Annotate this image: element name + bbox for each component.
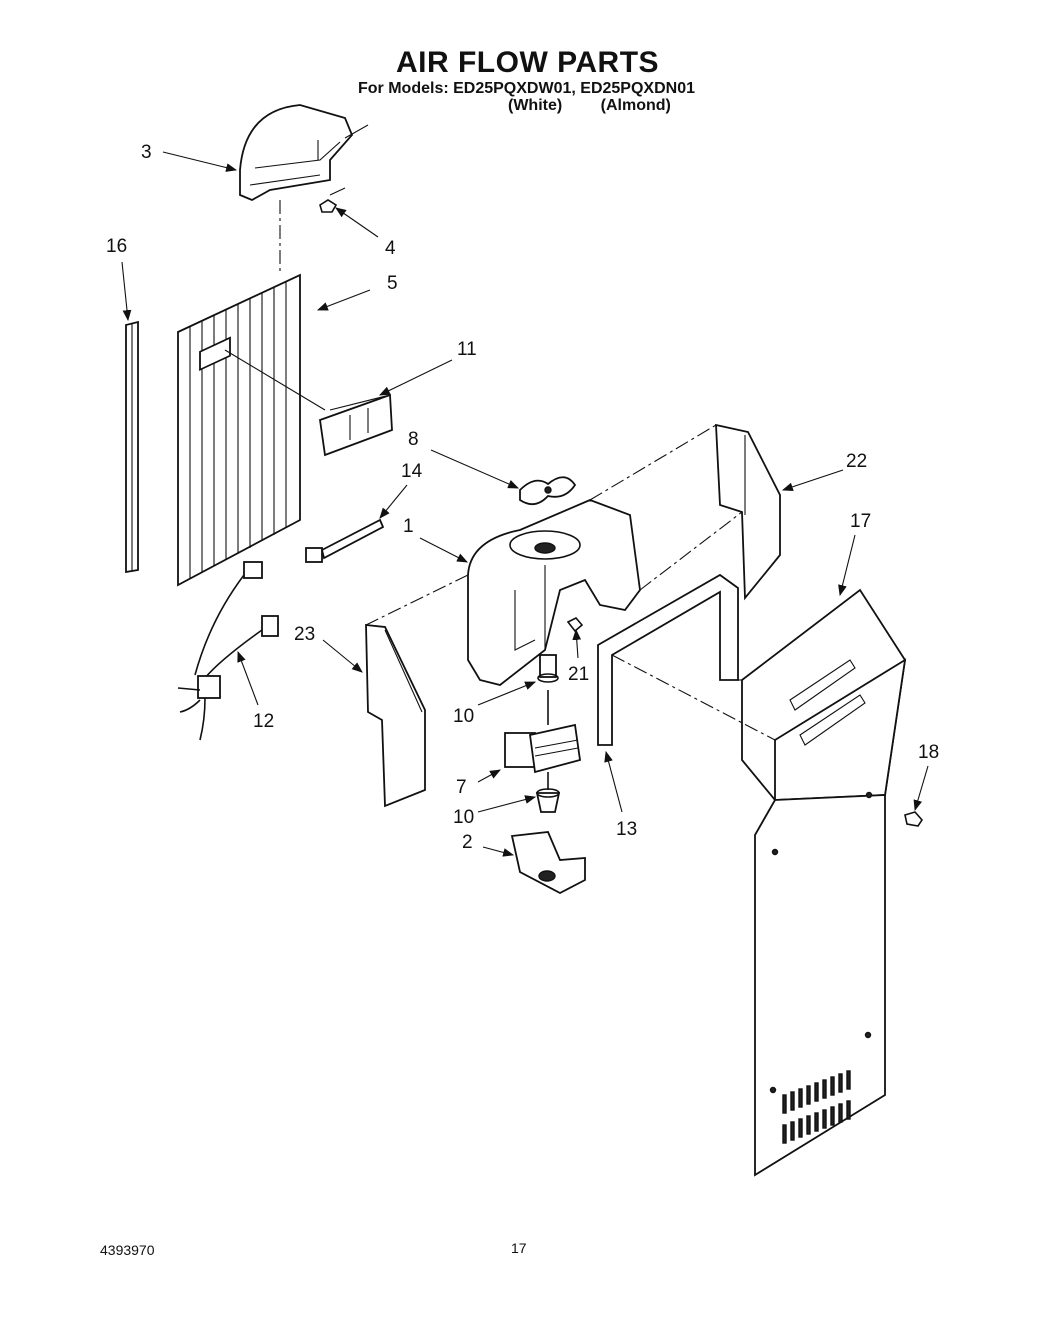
part-17-duct-panel: [741, 588, 907, 1177]
callout-18: 18: [918, 742, 939, 763]
callout-16: 16: [106, 236, 127, 257]
color-white-label: (White): [508, 97, 563, 114]
callout-13: 13: [616, 819, 637, 840]
page-title: AIR FLOW PARTS: [395, 46, 660, 79]
part-8-fan-blade: [519, 476, 577, 506]
callout-4: 4: [385, 238, 396, 259]
callout-14: 14: [401, 461, 423, 482]
part-12-wiring-harness: [177, 561, 279, 741]
document-number: 4393970: [100, 1242, 155, 1258]
vent-slots: [782, 1070, 851, 1144]
part-1-fan-shroud: [467, 499, 641, 686]
callout-1: 1: [403, 516, 414, 537]
callout-2: 2: [462, 832, 473, 853]
part-11-bracket: [319, 393, 393, 457]
part-16-gasket-strip: [125, 320, 139, 574]
callout-10-lower: 10: [453, 807, 474, 828]
color-variants: (White) (Almond): [508, 97, 705, 115]
callout-21: 21: [568, 664, 589, 685]
part-21-screw: [566, 617, 584, 633]
part-18-screw: [904, 811, 924, 827]
part-22-side-baffle: [715, 423, 781, 601]
part-10-motor-mount-upper: [537, 654, 559, 683]
callout-5: 5: [387, 273, 398, 294]
callout-23: 23: [294, 624, 315, 645]
callout-leaders: [121, 151, 929, 857]
part-5-evaporator-cover: [177, 273, 326, 587]
part-14-heater: [305, 518, 385, 563]
callout-17: 17: [850, 511, 871, 532]
callout-labels: 3 4 5 16 11 8 14 1 22 17 23 12 21 10 7 1…: [106, 142, 939, 853]
page-number: 17: [511, 1240, 527, 1256]
callout-10-upper: 10: [453, 706, 474, 727]
part-2-motor-bracket: [510, 831, 586, 895]
part-3-duct-cover: [239, 104, 369, 201]
models-line: For Models: ED25PQXDW01, ED25PQXDN01: [358, 80, 695, 97]
part-23-side-baffle: [365, 623, 426, 808]
alignment-lines: [365, 424, 776, 741]
callout-22: 22: [846, 451, 867, 472]
part-7-fan-motor: [504, 690, 582, 790]
callout-11: 11: [457, 339, 477, 360]
part-4-screw: [319, 187, 346, 213]
callout-8: 8: [408, 429, 419, 450]
part-13-u-channel: [597, 573, 739, 746]
callout-7: 7: [456, 777, 467, 798]
color-almond-label: (Almond): [600, 97, 671, 114]
callout-12: 12: [253, 711, 274, 732]
callout-3: 3: [141, 142, 152, 163]
part-10-motor-mount-lower: [535, 788, 561, 813]
